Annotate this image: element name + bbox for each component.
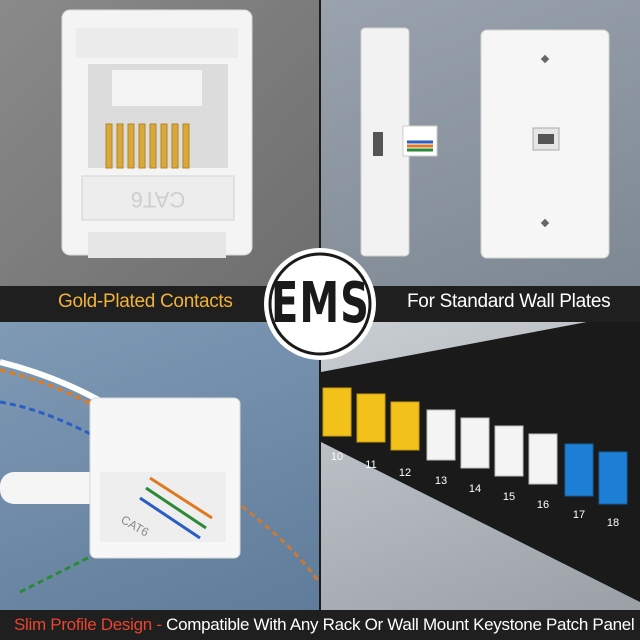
patch-panel-photo: 10 11 12 13 14 15 16 17 18: [321, 322, 640, 610]
port-label-17: 17: [573, 509, 585, 521]
port-label-10: 10: [331, 451, 343, 463]
port-label-14: 14: [469, 483, 481, 495]
compatibility-text: Compatible With Any Rack Or Wall Mount K…: [161, 615, 635, 634]
standard-wall-plates-caption: For Standard Wall Plates: [407, 291, 611, 312]
ems-logo: [262, 246, 378, 362]
wall-plate-photo: [321, 0, 640, 286]
keystone-cat6-embossed-label: CAT6: [131, 187, 186, 212]
bottom-caption: Slim Profile Design - Compatible With An…: [14, 615, 635, 635]
bottom-caption-band: [0, 610, 640, 640]
port-label-13: 13: [435, 475, 447, 487]
slim-profile-design-text: Slim Profile Design -: [14, 615, 162, 634]
port-label-11: 11: [365, 459, 376, 471]
keystone-jack-front-photo: CAT6: [0, 0, 319, 286]
port-label-15: 15: [503, 491, 515, 503]
port-label-16: 16: [537, 499, 549, 511]
gold-plated-contacts-caption: Gold-Plated Contacts: [58, 291, 233, 312]
logo-letter-s: S: [340, 271, 369, 337]
ems-logo-letters: E M S: [262, 246, 378, 362]
port-label-18: 18: [607, 517, 619, 529]
logo-letter-e: E: [271, 271, 299, 337]
logo-letter-m: M: [299, 271, 340, 337]
port-label-12: 12: [399, 467, 411, 479]
keystone-punchdown-photo: CAT6: [0, 322, 319, 610]
